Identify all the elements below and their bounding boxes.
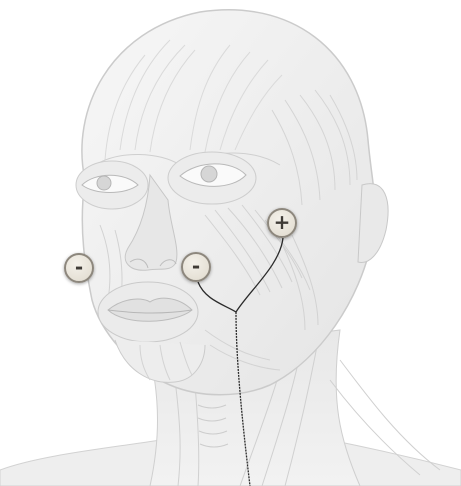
electrode-positive[interactable]: + [267, 208, 297, 238]
minus-icon: - [192, 256, 200, 276]
ear [358, 184, 388, 263]
minus-icon: - [75, 257, 83, 277]
electrode-negative-left[interactable]: - [64, 253, 94, 283]
electrode-negative[interactable]: - [181, 252, 211, 282]
plus-icon: + [274, 212, 291, 232]
